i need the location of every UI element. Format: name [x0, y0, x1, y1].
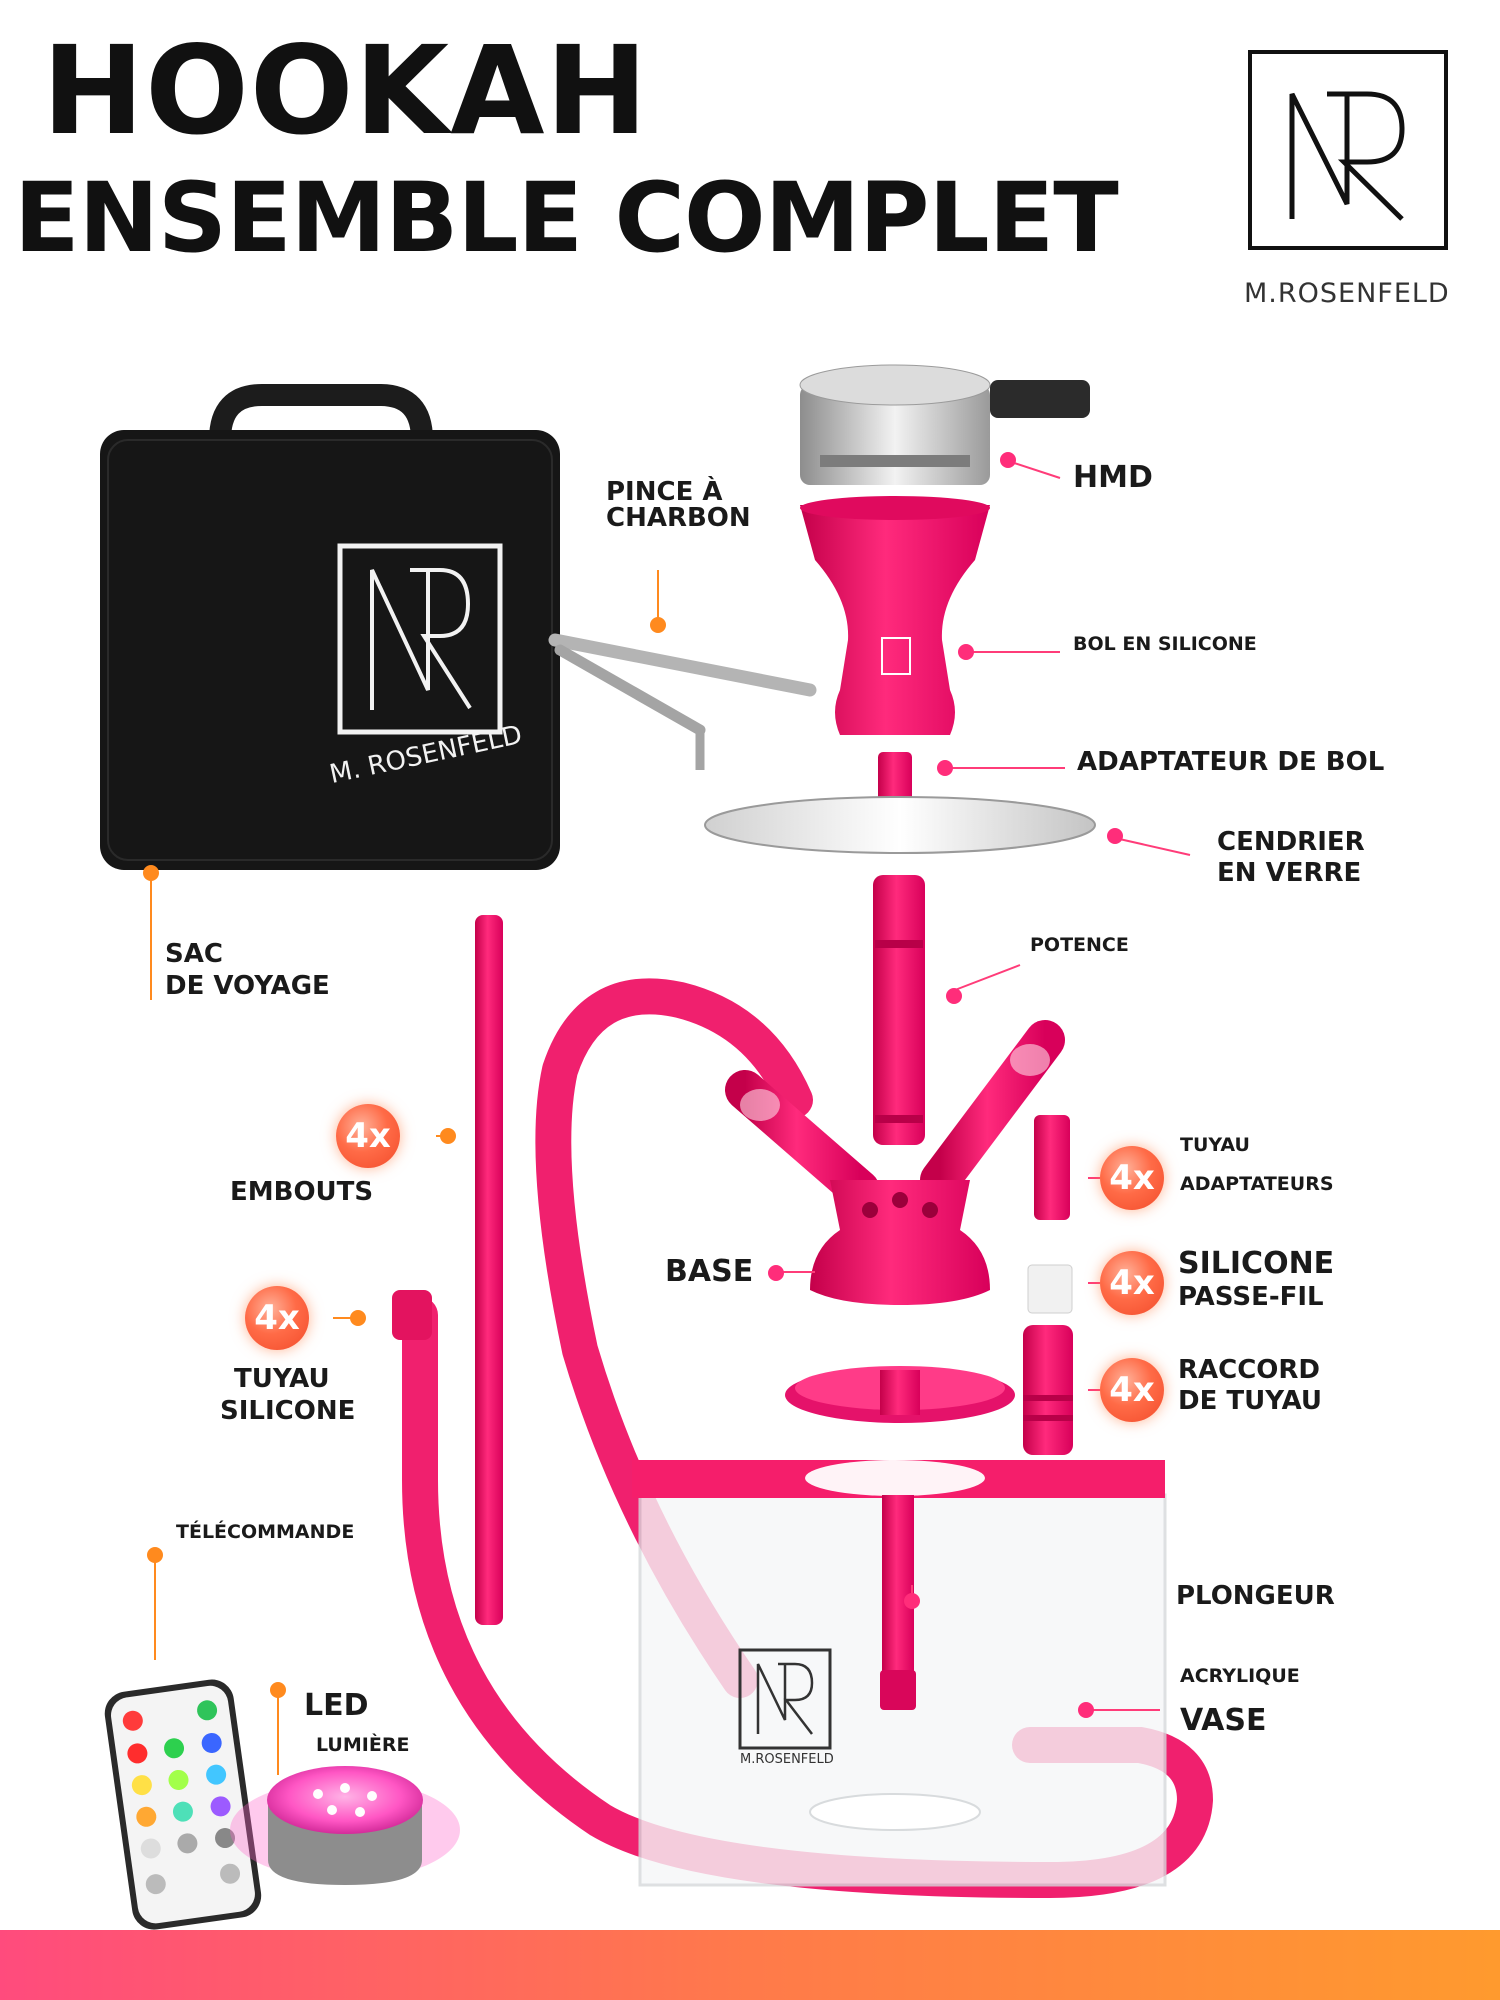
label-lumiere: LUMIÈRE	[316, 1734, 410, 1756]
marker-vase	[1078, 1702, 1094, 1718]
label-silicone-1: SILICONE	[1178, 1246, 1335, 1281]
marker-mouthpiece	[440, 1128, 456, 1144]
marker-hmd	[1000, 452, 1016, 468]
bottom-gradient-bar	[0, 1930, 1500, 2000]
label-pince-1: PINCE À	[606, 477, 723, 507]
led-light	[230, 1766, 460, 1885]
brand-logo	[1248, 50, 1448, 250]
marker-bowl	[958, 644, 974, 660]
stem-potence	[873, 875, 925, 1145]
badge-silicone-passe-fil: 4x	[1100, 1251, 1164, 1315]
hose-connector	[1023, 1325, 1073, 1455]
label-tuyau-sil-2: SILICONE	[220, 1396, 356, 1426]
label-bol: BOL EN SILICONE	[1073, 633, 1257, 655]
label-tuyau-adapt-1: TUYAU	[1180, 1134, 1250, 1156]
label-pince-2: CHARBON	[606, 503, 751, 533]
base-plate	[785, 1366, 1015, 1423]
label-silicone-2: PASSE-FIL	[1178, 1282, 1324, 1312]
monogram-icon	[1289, 91, 1405, 221]
badge-embouts: 4x	[336, 1104, 400, 1168]
label-tuyau-adapt-2: ADAPTATEURS	[1180, 1173, 1334, 1195]
label-raccord-2: DE TUYAU	[1178, 1386, 1323, 1416]
marker-plunger	[904, 1593, 920, 1609]
marker-tongs	[650, 617, 666, 633]
leader-lines-orange	[150, 570, 659, 1775]
label-telecommande: TÉLÉCOMMANDE	[176, 1521, 355, 1543]
silicone-grommet	[1027, 1264, 1073, 1314]
silicone-bowl	[800, 496, 990, 735]
acrylic-vase	[632, 1460, 1167, 1887]
label-hmd: HMD	[1073, 460, 1153, 495]
label-led: LED	[304, 1688, 369, 1723]
hose-adapter	[1034, 1115, 1070, 1220]
marker-stem	[946, 988, 962, 1004]
marker-base	[768, 1265, 784, 1281]
vase-brand-text: M.ROSENFELD	[740, 1752, 834, 1767]
marker-led	[270, 1682, 286, 1698]
marker-remote	[147, 1547, 163, 1563]
label-sac-1: SAC	[165, 939, 223, 969]
badge-tuyau-adaptateurs: 4x	[1100, 1146, 1164, 1210]
label-tuyau-sil-1: TUYAU	[234, 1364, 330, 1394]
marker-ashtray	[1107, 828, 1123, 844]
label-plongeur: PLONGEUR	[1176, 1581, 1335, 1611]
mouthpiece-tube	[475, 915, 503, 1625]
marker-hose	[350, 1310, 366, 1326]
label-acrylique: ACRYLIQUE	[1180, 1665, 1300, 1687]
coal-tongs	[548, 633, 817, 770]
label-adaptateur-bol: ADAPTATEUR DE BOL	[1077, 747, 1385, 777]
label-cendrier-2: EN VERRE	[1217, 858, 1362, 888]
remote-control	[104, 1679, 262, 1930]
label-sac-2: DE VOYAGE	[165, 971, 330, 1001]
marker-adapter	[937, 760, 953, 776]
label-base: BASE	[665, 1254, 754, 1289]
label-potence: POTENCE	[1030, 934, 1129, 956]
hmd-heat-manager	[799, 364, 1090, 485]
hose-end	[392, 1290, 432, 1340]
badge-raccord: 4x	[1100, 1358, 1164, 1422]
label-cendrier-1: CENDRIER	[1217, 827, 1365, 857]
hookah-base	[725, 1020, 1065, 1305]
marker-bag	[143, 865, 159, 881]
label-vase: VASE	[1180, 1703, 1267, 1738]
glass-ashtray	[704, 796, 1096, 854]
brand-name: M.ROSENFELD	[1244, 278, 1450, 309]
title-line2: ENSEMBLE COMPLET	[14, 162, 1119, 274]
title-line1: HOOKAH	[42, 20, 649, 162]
badge-tuyau-silicone: 4x	[245, 1286, 309, 1350]
travel-bag	[100, 384, 560, 870]
label-raccord-1: RACCORD	[1178, 1355, 1321, 1385]
leader-lines	[775, 459, 1191, 1711]
label-embouts: EMBOUTS	[230, 1177, 374, 1207]
